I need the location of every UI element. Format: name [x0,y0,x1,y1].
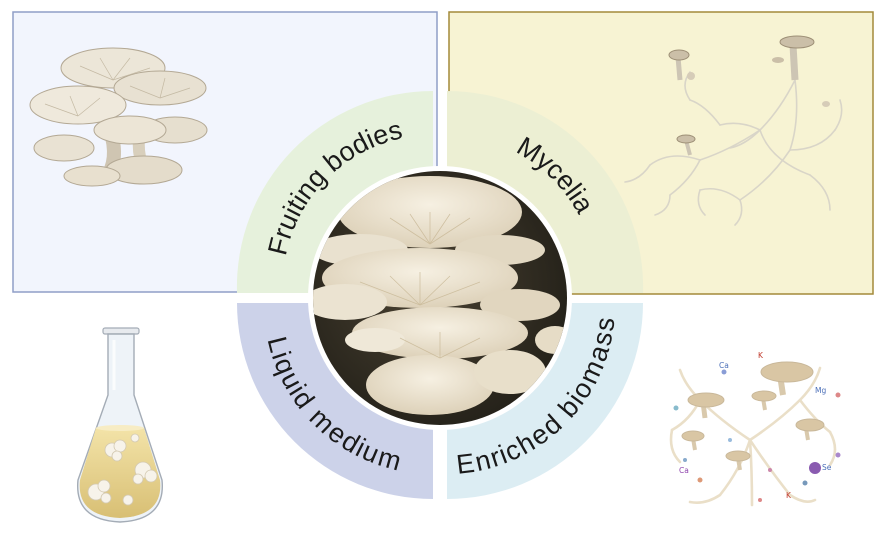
fruiting-bodies-illustration [29,47,208,187]
center-mushroom-photo [313,171,567,425]
element-k-bottom: K [786,491,792,500]
element-se: Se [822,463,832,472]
flask-illustration [77,327,163,523]
element-ca-top: Ca [719,361,729,370]
element-k-top: K [758,351,764,360]
element-ca-bottom: Ca [679,466,689,475]
mycelia-illustration [624,71,843,226]
mycelia-mushrooms [668,35,830,156]
element-mg: Mg [815,386,826,395]
enriched-biomass-illustration: Ca K Mg Ca Se K [669,351,841,507]
